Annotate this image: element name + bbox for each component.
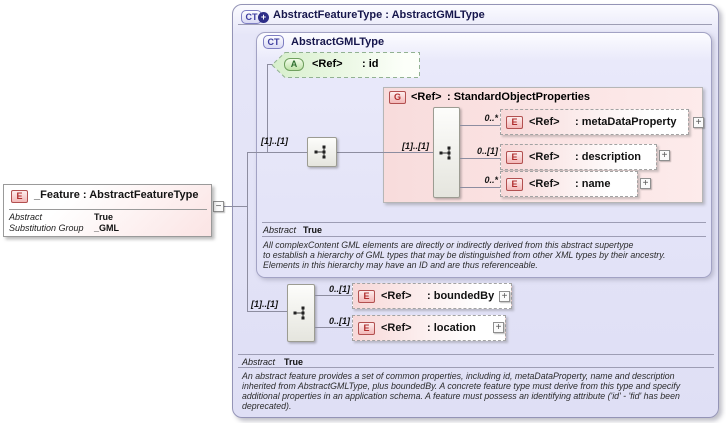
expand-handle[interactable]: +	[693, 117, 704, 128]
outer-doc-line: An abstract feature provides a set of co…	[242, 371, 675, 381]
element-name: : boundedBy	[427, 290, 495, 302]
sequence-compositor[interactable]	[287, 284, 315, 342]
attribute-box-id[interactable]: A <Ref> : id	[270, 51, 422, 79]
outer-header-separator	[238, 24, 712, 25]
feature-prop-label: Abstract	[9, 212, 43, 222]
cardinality-label: 0..[1]	[328, 316, 350, 326]
expand-handle[interactable]: +	[640, 178, 651, 189]
cardinality-label: [1]..[1]	[251, 299, 278, 309]
element-box-feature[interactable]: E _Feature : AbstractFeatureType Abstrac…	[3, 184, 212, 237]
expand-handle[interactable]: +	[493, 322, 504, 333]
element-name: : description	[575, 151, 642, 163]
derived-plus-icon[interactable]: +	[258, 11, 269, 23]
sequence-compositor[interactable]	[307, 137, 337, 167]
collapse-handle[interactable]: −	[213, 201, 224, 212]
inner-doc-line: Elements in this hierarchy may have an I…	[263, 260, 538, 270]
outer-abstract-value: True	[284, 357, 304, 367]
outer-separator	[238, 367, 714, 368]
element-box-name[interactable]: E <Ref> : name	[500, 171, 638, 197]
connector-line	[247, 311, 287, 312]
inner-abstract-value: True	[303, 225, 323, 235]
attribute-icon: A	[284, 58, 304, 71]
connector-line	[337, 152, 383, 153]
outer-doc-line: inherited from AbstractGMLType, plus bou…	[242, 381, 681, 391]
connector-line	[460, 125, 500, 126]
element-box-location[interactable]: E <Ref> : location	[352, 315, 506, 341]
complextype-derived-icon: CT +	[241, 10, 269, 24]
element-box-metadataproperty[interactable]: E <Ref> : metaDataProperty	[500, 109, 689, 135]
outer-type-title: AbstractFeatureType : AbstractGMLType	[273, 9, 485, 21]
sequence-icon	[314, 145, 326, 159]
connector-trunk-line	[247, 152, 248, 311]
outer-doc-line: additional properties in an application …	[242, 391, 680, 401]
cardinality-label: 0..*	[484, 113, 498, 123]
attribute-ref-label: <Ref>	[312, 58, 343, 70]
attribute-name: : id	[362, 58, 379, 70]
element-ref-label: <Ref>	[529, 116, 560, 128]
connector-line	[315, 327, 352, 328]
inner-abstract-label: Abstract	[263, 225, 297, 235]
element-ref-label: <Ref>	[529, 151, 560, 163]
group-name: : StandardObjectProperties	[447, 91, 591, 103]
element-ref-label: <Ref>	[381, 322, 412, 334]
cardinality-label: 0..[1]	[476, 146, 498, 156]
element-icon: E	[506, 150, 523, 164]
inner-type-title: AbstractGMLType	[291, 36, 385, 48]
element-icon: E	[358, 321, 375, 335]
cardinality-label: [1]..[1]	[402, 141, 429, 151]
outer-separator	[238, 354, 714, 355]
sequence-compositor[interactable]	[433, 107, 460, 198]
connector-line	[224, 206, 247, 207]
group-icon: G	[389, 91, 406, 104]
attribute-box-outline	[271, 52, 420, 78]
feature-prop-value: _GML	[94, 223, 120, 233]
connector-line	[247, 152, 307, 153]
feature-separator	[9, 209, 207, 210]
sequence-icon	[439, 146, 450, 159]
feature-prop-label: Substitution Group	[9, 223, 84, 233]
connector-line	[383, 152, 433, 153]
element-icon: E	[358, 289, 375, 303]
outer-doc-line: deprecated).	[242, 401, 292, 411]
feature-prop-value: True	[94, 212, 114, 222]
element-box-description[interactable]: E <Ref> : description	[500, 144, 657, 170]
element-icon: E	[506, 177, 523, 191]
inner-doc-line: All complexContent GML elements are dire…	[263, 240, 634, 250]
inner-separator	[262, 236, 706, 237]
element-name: : metaDataProperty	[575, 116, 677, 128]
element-ref-label: <Ref>	[529, 178, 560, 190]
connector-line	[315, 295, 352, 296]
cardinality-label: 0..*	[484, 175, 498, 185]
sequence-icon	[293, 306, 305, 320]
element-name: : name	[575, 178, 611, 190]
cardinality-label: 0..[1]	[328, 284, 350, 294]
feature-title: _Feature : AbstractFeatureType	[34, 189, 199, 201]
connector-line	[460, 187, 500, 188]
inner-doc-line: to establish a hierarchy of GML types th…	[263, 250, 666, 260]
element-icon: E	[11, 190, 28, 203]
ct-icon: CT	[263, 35, 284, 49]
connector-line	[267, 64, 268, 152]
expand-handle[interactable]: +	[659, 150, 670, 161]
element-name: : location	[427, 322, 476, 334]
element-icon: E	[506, 115, 523, 129]
connector-line	[267, 64, 273, 65]
element-ref-label: <Ref>	[381, 290, 412, 302]
inner-separator	[262, 222, 706, 223]
connector-line	[460, 158, 500, 159]
outer-abstract-label: Abstract	[242, 357, 276, 367]
group-ref-label: <Ref>	[411, 91, 442, 103]
expand-handle[interactable]: +	[499, 291, 510, 302]
cardinality-label: [1]..[1]	[261, 136, 288, 146]
element-box-boundedby[interactable]: E <Ref> : boundedBy	[352, 283, 512, 309]
